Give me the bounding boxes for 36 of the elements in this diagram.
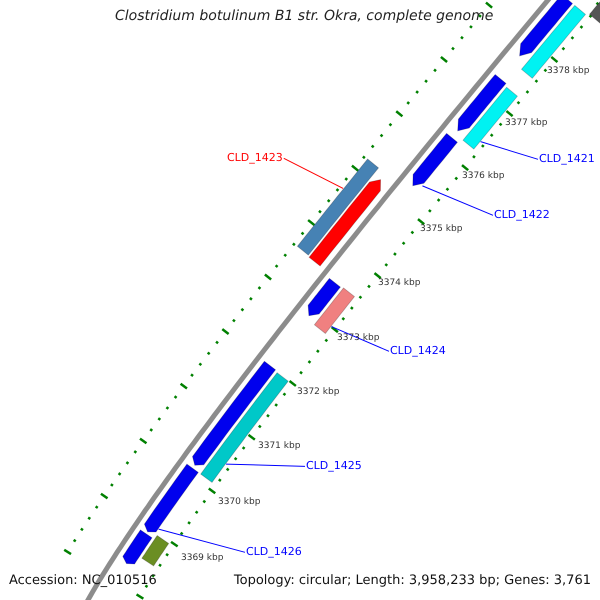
map-title: Clostridium botulinum B1 str. Okra, complete genome xyxy=(115,8,494,24)
scale-label: 3374 kbp xyxy=(378,278,420,288)
leader-line xyxy=(158,528,246,553)
gene-feature xyxy=(457,74,507,132)
gene-feature xyxy=(412,132,458,186)
gene-label: CLD_1426 xyxy=(246,546,302,559)
leader-line xyxy=(422,185,494,216)
accession-text: Accession: NC_010516 xyxy=(9,574,157,589)
gene-label: CLD_1424 xyxy=(390,345,446,358)
leader-line xyxy=(283,158,344,189)
gene-label: CLD_1425 xyxy=(306,460,362,473)
scale-label: 3370 kbp xyxy=(218,497,260,508)
gene-feature xyxy=(144,464,199,532)
gene-label: CLD_1423 xyxy=(227,152,283,165)
leader-line xyxy=(330,326,390,352)
scale-label: 3373 kbp xyxy=(337,333,380,344)
gene-feature xyxy=(519,0,574,56)
gene-label: CLD_1422 xyxy=(494,209,550,222)
gene-label: CLD_1421 xyxy=(539,153,595,166)
gene-feature xyxy=(588,0,600,24)
leader-line xyxy=(226,464,306,467)
scale-label: 3377 kbp xyxy=(505,118,548,128)
scale-label: 3372 kbp xyxy=(297,387,340,398)
gene-feature xyxy=(314,287,356,334)
scale-label: 3378 kbp xyxy=(547,66,590,76)
gene-feature xyxy=(122,529,153,564)
gene-feature xyxy=(308,278,341,316)
gene-feature xyxy=(141,534,170,566)
scale-label: 3371 kbp xyxy=(258,441,300,452)
scale-label: 3369 kbp xyxy=(181,553,224,564)
gene-feature xyxy=(308,179,381,267)
genome-info-text: Topology: circular; Length: 3,958,233 bp; Genes: 3,761 xyxy=(234,574,591,589)
gene-feature xyxy=(296,158,380,256)
scale-label: 3376 kbp xyxy=(462,171,504,182)
leader-line xyxy=(480,141,538,160)
scale-label: 3375 kbp xyxy=(420,224,462,234)
